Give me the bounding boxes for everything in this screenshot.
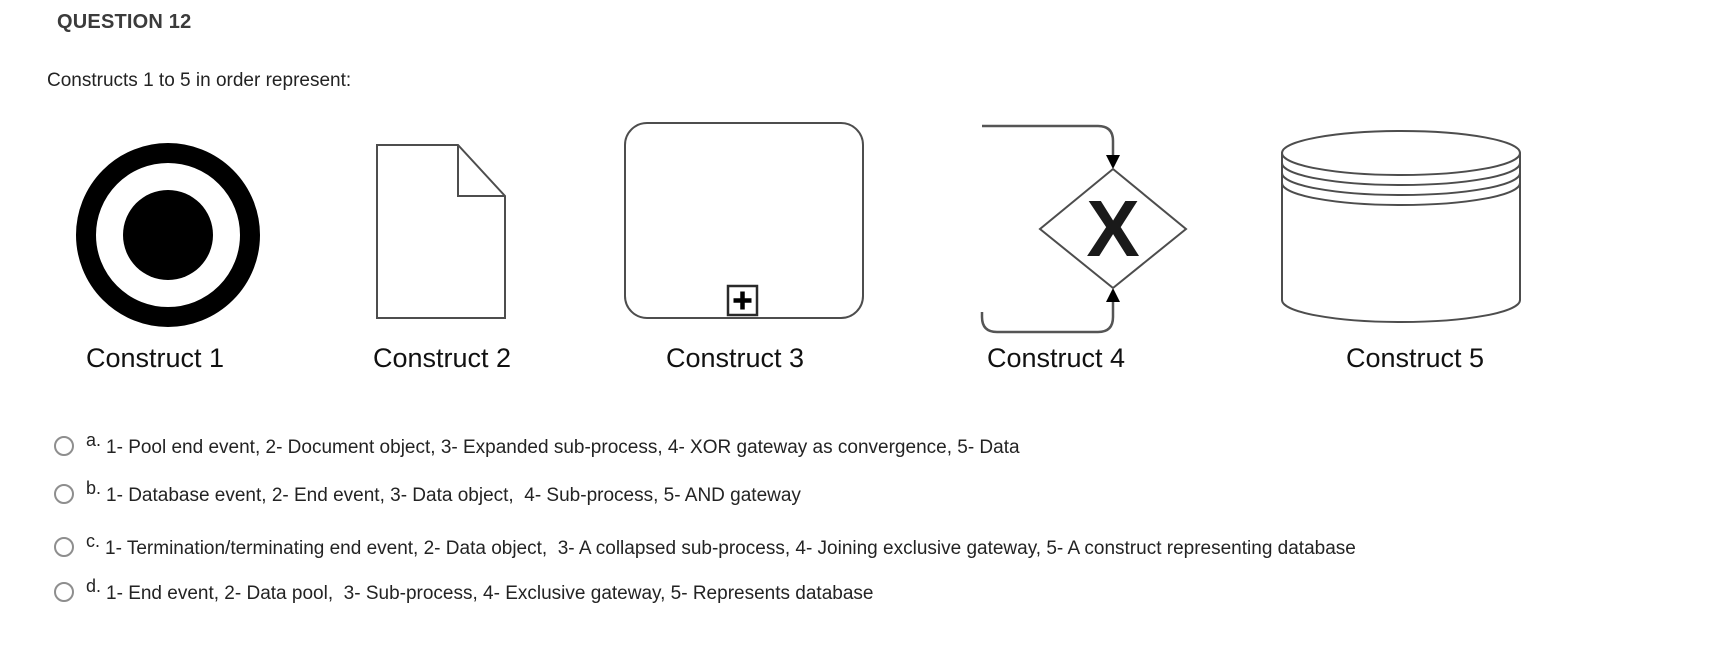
answer-option-c: c. 1- Termination/terminating end event,… [54,531,1356,559]
option-b-text: 1- Database event, 2- End event, 3- Data… [106,485,801,506]
answer-option-d: d. 1- End event, 2- Data pool, 3- Sub-pr… [54,576,874,604]
arrowhead-down-icon [1106,155,1120,169]
construct-1-label: Construct 1 [85,343,225,373]
xor-gateway-glyph: X [1086,184,1139,273]
answer-option-a: a. 1- Pool end event, 2- Document object… [54,430,1020,458]
construct-3-label: Construct 3 [665,343,805,373]
option-a-text: 1- Pool end event, 2- Document object, 3… [106,437,1020,458]
converging-exclusive-gateway-shape: X [980,124,1188,334]
option-c-radio[interactable] [54,537,74,557]
option-a-letter: a. [86,430,102,450]
construct-2-label: Construct 2 [372,343,512,373]
construct-4-label: Construct 4 [986,343,1126,373]
option-b-letter: b. [86,478,102,498]
arrowhead-up-icon [1106,288,1120,302]
option-d-letter: d. [86,576,102,596]
construct-5-label: Construct 5 [1345,343,1485,373]
option-c-letter: c. [86,531,101,551]
option-b-radio[interactable] [54,484,74,504]
question-prompt: Constructs 1 to 5 in order represent: [47,70,352,91]
option-a-radio[interactable] [54,436,74,456]
option-d-radio[interactable] [54,582,74,602]
terminating-end-event-shape [76,143,260,327]
document-data-object-shape [376,144,506,319]
data-store-cylinder-shape [1281,130,1521,323]
option-d-text: 1- End event, 2- Data pool, 3- Sub-proce… [106,583,874,604]
answer-option-b: b. 1- Database event, 2- End event, 3- D… [54,478,801,506]
collapsed-sub-process-shape [624,122,864,319]
question-number-header: QUESTION 12 [57,11,192,33]
option-c-text: 1- Termination/terminating end event, 2-… [105,538,1356,559]
